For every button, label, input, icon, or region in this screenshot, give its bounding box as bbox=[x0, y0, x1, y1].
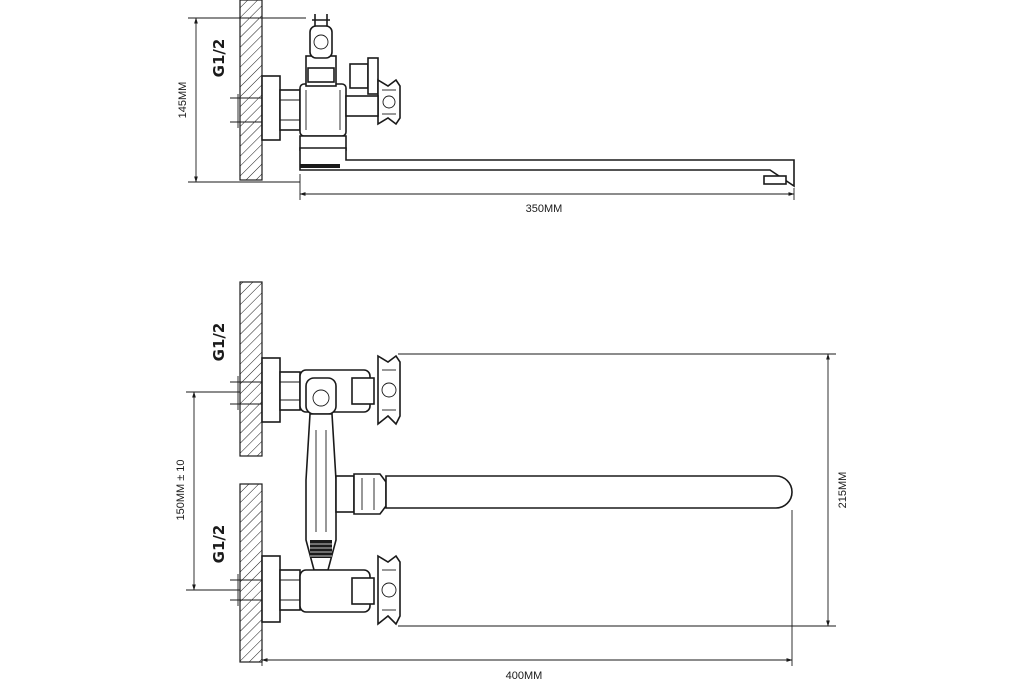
top-view: 145MM G1/2 350MM bbox=[177, 0, 795, 215]
wall-flange bbox=[261, 75, 281, 141]
dimension-350: 350MM bbox=[299, 174, 795, 215]
threaded-inlet bbox=[230, 94, 262, 128]
mixer-body bbox=[299, 83, 347, 137]
shower-holder bbox=[305, 14, 337, 87]
dimension-150: 150MM ± 10 bbox=[175, 391, 240, 591]
wall-hatch-lower bbox=[239, 483, 263, 663]
upper-cross-handle-icon bbox=[377, 354, 401, 426]
dimension-215: 215MM bbox=[398, 353, 849, 627]
cross-handle-icon bbox=[377, 78, 401, 126]
label-215mm: 215MM bbox=[837, 472, 849, 509]
label-145mm: 145MM bbox=[177, 82, 189, 119]
bottom-view: G1/2 G1/2 bbox=[175, 281, 849, 682]
diverter-knob bbox=[349, 57, 379, 95]
thread-label-upper: G1/2 bbox=[210, 323, 228, 362]
long-spout bbox=[385, 475, 793, 509]
label-150mm: 150MM ± 10 bbox=[175, 459, 187, 520]
thread-label-lower: G1/2 bbox=[210, 525, 228, 564]
label-400mm: 400MM bbox=[506, 670, 543, 682]
shower-holder-front bbox=[305, 377, 337, 415]
lower-cross-handle-icon bbox=[377, 554, 401, 626]
spout bbox=[299, 147, 795, 188]
label-350mm: 350MM bbox=[526, 203, 563, 215]
dimension-145: 145MM bbox=[177, 17, 306, 183]
wall-hatch bbox=[239, 0, 263, 181]
wall-hatch-upper bbox=[239, 281, 263, 457]
dimension-400: 400MM bbox=[261, 510, 793, 682]
spout-connector bbox=[335, 473, 387, 515]
thread-label-top: G1/2 bbox=[210, 39, 228, 78]
upper-inlet bbox=[230, 357, 301, 423]
lower-inlet bbox=[230, 555, 301, 623]
knurled-ring bbox=[310, 540, 332, 558]
eccentric-nut bbox=[279, 89, 301, 131]
